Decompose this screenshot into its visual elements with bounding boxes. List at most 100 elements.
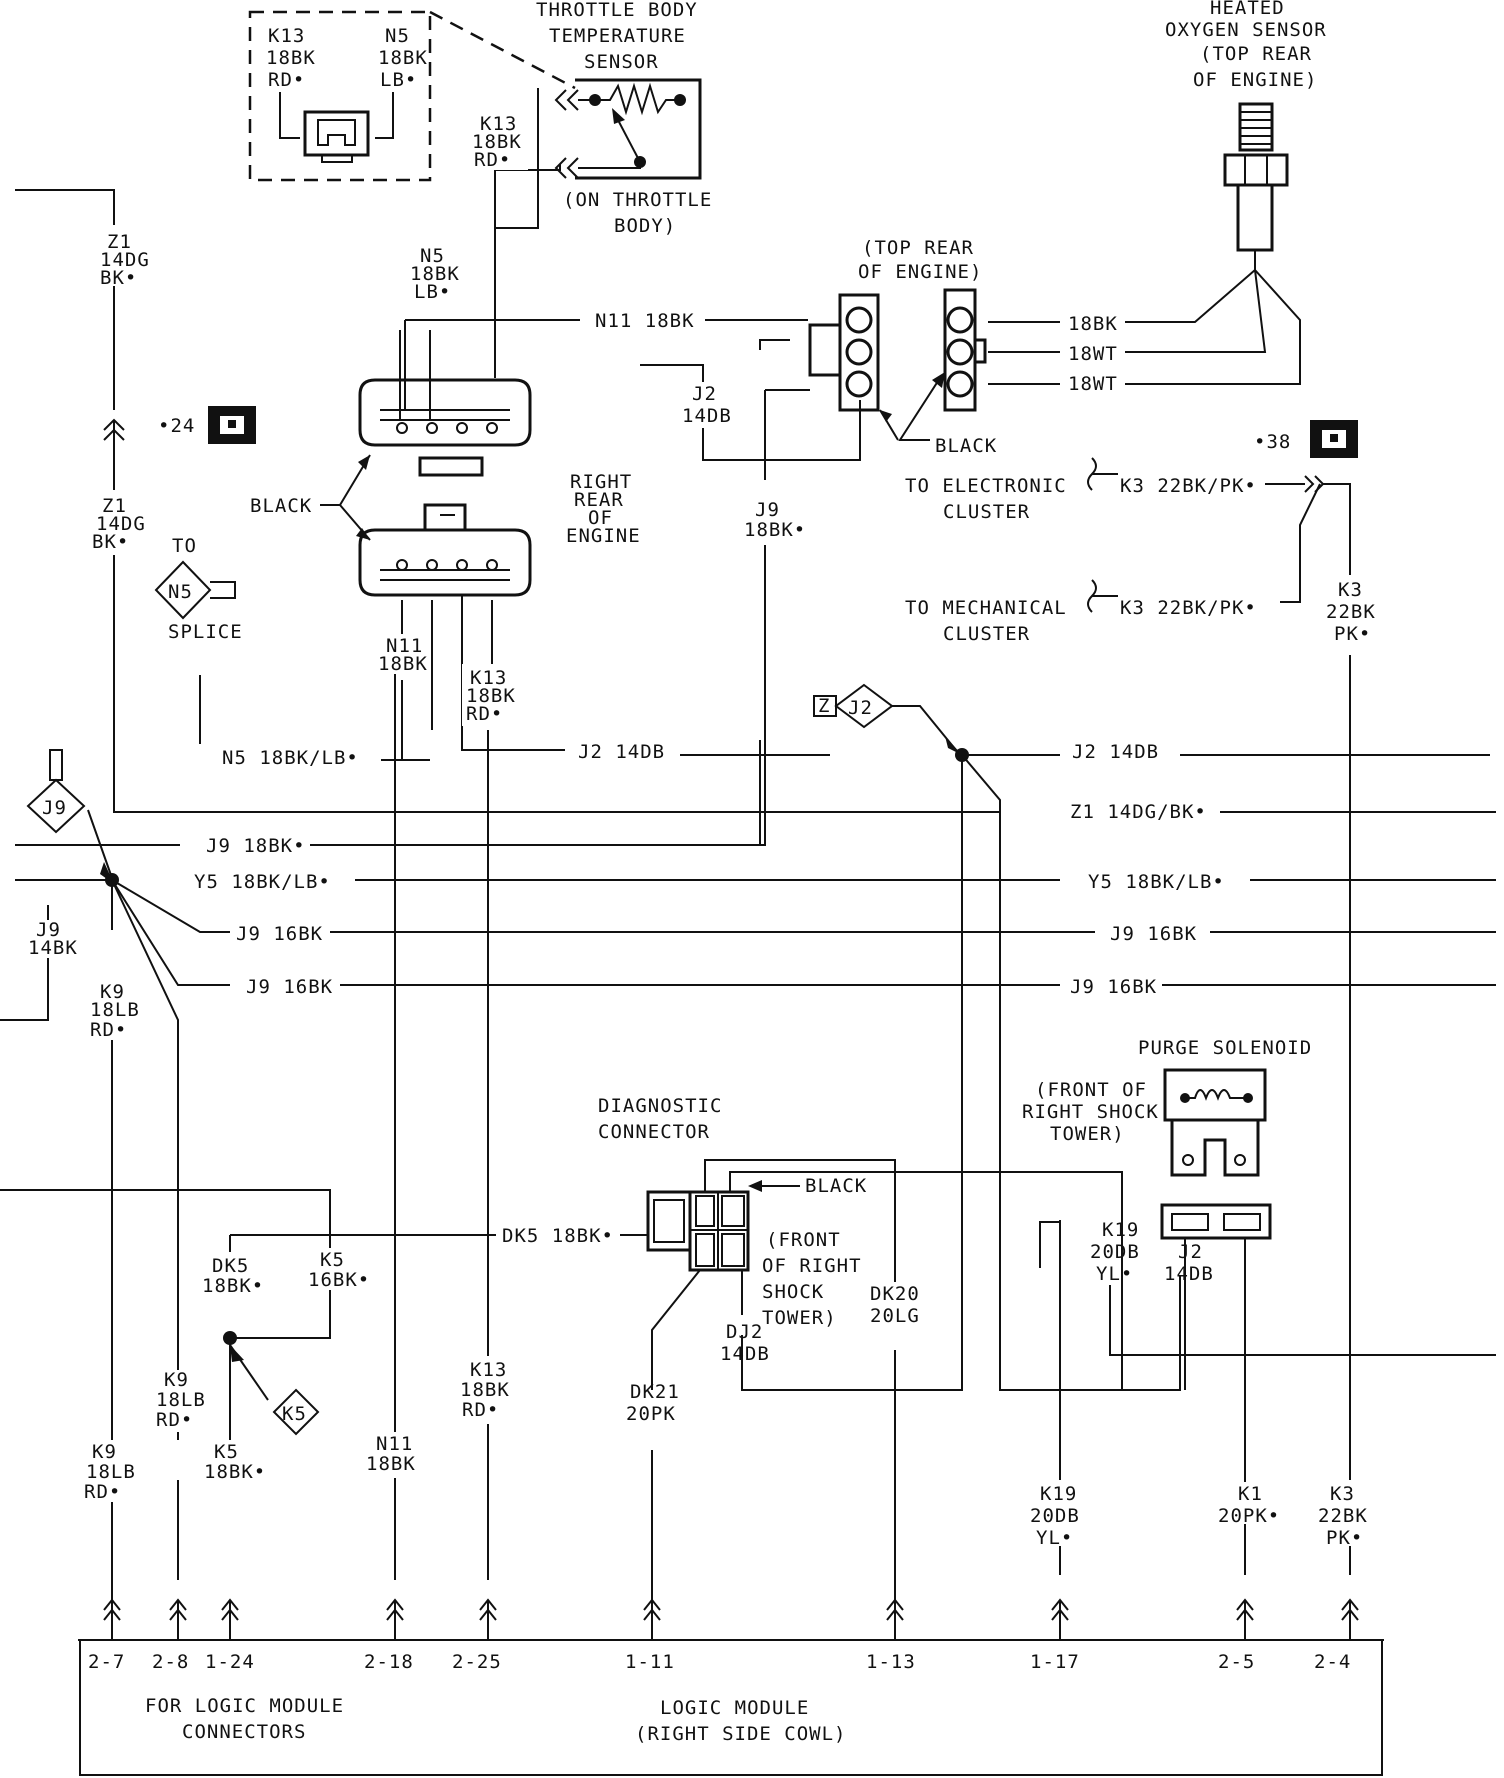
diagnostic-location-3: SHOCK [762, 1281, 824, 1303]
j9-mid-2: 18BK• [744, 519, 806, 541]
j2-mid-1: J2 [692, 383, 717, 405]
j9-16-b-left: J9 16BK [246, 976, 333, 998]
k5-vert-2: 16BK• [308, 1269, 370, 1291]
diagnostic-location-4: TOWER) [762, 1307, 837, 1329]
splice-j9-text: J9 [42, 797, 67, 819]
throttle-sensor-title-3: SENSOR [584, 51, 659, 73]
dk21-2: 20PK [626, 1403, 676, 1425]
throttle-sensor-location-1: (ON THROTTLE [563, 189, 712, 211]
z1-upper-3: BK• [100, 267, 137, 289]
pin-1-17: 1-17 [1030, 1651, 1080, 1673]
k5-lower-2: 18BK• [204, 1461, 266, 1483]
top-rear-location-1: (TOP REAR [862, 237, 974, 259]
z1-upper-2: 14DG [100, 249, 150, 271]
n11-mid-1: N11 [386, 635, 423, 657]
n5-upper-2: 18BK [410, 263, 460, 285]
k13-mid-2: 18BK [466, 685, 516, 707]
diagnostic-connector: DIAGNOSTIC CONNECTOR BLACK (FRONT OF RIG… [598, 1095, 1123, 1600]
ground-38-label: •38 [1254, 431, 1291, 453]
z1-lower-3: BK• [92, 531, 129, 553]
j2-horiz-left: J2 14DB [578, 741, 665, 763]
inset-k13-line3: RD• [268, 69, 305, 91]
dk20-2: 20LG [870, 1305, 920, 1327]
pin-1-13: 1-13 [866, 1651, 916, 1673]
z1-upper-1: Z1 [107, 231, 132, 253]
k5-lower-1: K5 [214, 1441, 239, 1463]
k19-upper-3: YL• [1096, 1263, 1133, 1285]
top-rear-connector: (TOP REAR OF ENGINE) 18BK 18WT 18WT BLAC… [808, 237, 1301, 457]
n5-upper-1: N5 [420, 245, 445, 267]
inset-n5-line2: 18BK [378, 47, 428, 69]
logic-left-caption-2: CONNECTORS [182, 1721, 306, 1743]
k13-upper-3: RD• [474, 149, 511, 171]
throttle-sensor-location-2: BODY) [614, 215, 676, 237]
j2-horiz-right: J2 14DB [1072, 741, 1159, 763]
logic-title-2: (RIGHT SIDE COWL) [635, 1723, 846, 1745]
pin-2-18: 2-18 [364, 1651, 414, 1673]
electronic-cluster-2: CLUSTER [943, 501, 1030, 523]
n11-mid-2: 18BK [378, 653, 428, 675]
k9-lower-2: 18LB [86, 1461, 136, 1483]
j9-14-2: 14BK [28, 937, 78, 959]
purge-title: PURGE SOLENOID [1138, 1037, 1312, 1059]
j9-mid-1: J9 [755, 499, 780, 521]
k13-upper-2: 18BK [472, 131, 522, 153]
top-rear-black-label: BLACK [935, 435, 997, 457]
right-rear-location-4: ENGINE [566, 525, 641, 547]
cluster-wiring: TO ELECTRONIC CLUSTER K3 22BK/PK• TO MEC… [905, 457, 1375, 1575]
n11-lower-1: N11 [376, 1433, 413, 1455]
o2-title-1: HEATED [1210, 0, 1285, 19]
y5-right-label: Y5 18BK/LB• [1088, 871, 1225, 893]
k1-2: 20PK• [1218, 1505, 1280, 1527]
diagnostic-title-1: DIAGNOSTIC [598, 1095, 722, 1117]
dk20-1: DK20 [870, 1283, 920, 1305]
pin-2-4: 2-4 [1314, 1651, 1351, 1673]
splice-n5-word: SPLICE [168, 621, 243, 643]
o2-wire-2: 18WT [1068, 343, 1118, 365]
dk21-1: DK21 [630, 1381, 680, 1403]
throttle-sensor-title-2: TEMPERATURE [549, 25, 686, 47]
k9-lower-1: K9 [92, 1441, 117, 1463]
k1-1: K1 [1238, 1483, 1263, 1505]
z1-horiz-label: Z1 14DG/BK• [1070, 801, 1207, 823]
o2-wire-3: 18WT [1068, 373, 1118, 395]
k3-right-3: PK• [1334, 623, 1371, 645]
mechanical-cluster-2: CLUSTER [943, 623, 1030, 645]
o2-title-4: OF ENGINE) [1193, 69, 1317, 91]
dk5-vert-1: DK5 [212, 1255, 249, 1277]
k19-upper-1: K19 [1102, 1219, 1139, 1241]
j9-horiz-18: J9 18BK• [206, 835, 306, 857]
purge-location-1: (FRONT OF [1035, 1079, 1147, 1101]
k19-lower-3: YL• [1036, 1527, 1073, 1549]
ground-24: •24 [158, 406, 256, 444]
purge-location-2: RIGHT SHOCK [1022, 1101, 1159, 1123]
splice-j9: J9 [26, 749, 86, 834]
dk5-horiz-label: DK5 18BK• [502, 1225, 614, 1247]
lower-left-labels: DK5 18BK• K5 16BK• DK5 18BK• K9 18LB RD•… [84, 1225, 614, 1503]
purge-solenoid: PURGE SOLENOID (FRONT OF RIGHT SHOCK TOW… [1022, 1037, 1496, 1575]
k9-lower-3: RD• [84, 1481, 121, 1503]
z1-lower-1: Z1 [102, 495, 127, 517]
throttle-body-temperature-sensor: THROTTLE BODY TEMPERATURE SENSOR (ON THR… [536, 0, 712, 237]
k19-lower-1: K19 [1040, 1483, 1077, 1505]
k9-upper-3: RD• [90, 1019, 127, 1041]
pin-1-24: 1-24 [205, 1651, 255, 1673]
pin-2-8: 2-8 [152, 1651, 189, 1673]
splice-j2-tag: Z [818, 695, 830, 717]
k19-lower-2: 20DB [1030, 1505, 1080, 1527]
connector-inset: K13 18BK RD• N5 18BK LB• [248, 10, 576, 182]
diagnostic-location-1: (FRONT [766, 1229, 841, 1251]
y5-left-label: Y5 18BK/LB• [194, 871, 331, 893]
k9-upper-1: K9 [100, 981, 125, 1003]
pin-1-11: 1-11 [625, 1651, 675, 1673]
inset-n5-line1: N5 [385, 25, 410, 47]
pin-2-7: 2-7 [88, 1651, 125, 1673]
purge-location-3: TOWER) [1050, 1123, 1125, 1145]
o2-wire-1: 18BK [1068, 313, 1118, 335]
j9-16-a-left: J9 16BK [236, 923, 323, 945]
k3-lower-2: 22BK [1318, 1505, 1368, 1527]
j9-16-a-right: J9 16BK [1110, 923, 1197, 945]
k9-mid-3: RD• [156, 1409, 193, 1431]
pin-arrows [103, 1598, 1359, 1640]
pin-2-25: 2-25 [452, 1651, 502, 1673]
